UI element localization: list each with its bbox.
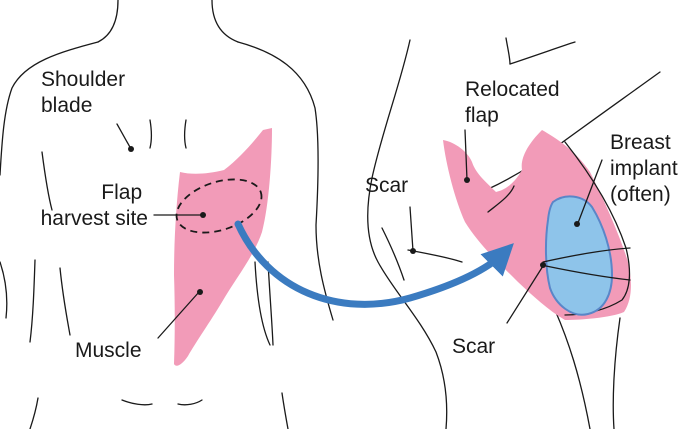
left-arm-line	[0, 262, 7, 318]
breast-implant-label: Breast implant (often)	[610, 131, 684, 206]
right-torso-line	[255, 262, 270, 345]
scar-side-leader	[410, 207, 413, 251]
relocated-flap-label: Relocated flap	[465, 78, 565, 127]
muscle-dot	[197, 289, 203, 295]
back-side-line	[382, 228, 404, 280]
side-scar-line	[408, 250, 462, 262]
right-scapula-line	[185, 120, 187, 148]
front-torso-line	[555, 310, 590, 429]
neck-left-line	[98, 0, 118, 42]
left-lower-back-line	[30, 398, 38, 429]
muscle-label: Muscle	[75, 339, 142, 362]
shoulder-blade-label: Shoulder blade	[41, 68, 131, 117]
chest-line	[613, 318, 620, 429]
left-torso-line	[30, 260, 35, 342]
left-scapula-line	[150, 120, 152, 148]
neck-right-line	[212, 0, 238, 42]
right-dimple	[178, 400, 202, 405]
left-armpit-line	[60, 268, 70, 335]
collar-line	[510, 42, 575, 64]
left-arm-fold	[42, 152, 52, 210]
breast-implant-dot	[574, 221, 580, 227]
scar-front-label: Scar	[452, 335, 495, 358]
flap-harvest-dot	[200, 212, 206, 218]
right-lower-back-line	[282, 393, 288, 429]
relocated-flap-dot	[464, 177, 470, 183]
flap-harvest-site-label: Flap harvest site	[41, 181, 148, 230]
neck-line	[506, 38, 510, 64]
shoulder-blade-dot	[128, 146, 134, 152]
shoulder-blade-leader	[117, 124, 131, 149]
scar-front-dot	[540, 262, 546, 268]
latissimus-muscle	[174, 128, 272, 366]
left-dimple	[122, 400, 152, 405]
scar-side-dot	[410, 248, 416, 254]
scar-side-label: Scar	[365, 174, 408, 197]
back-contour	[368, 40, 447, 429]
transfer-arrow	[238, 224, 505, 304]
